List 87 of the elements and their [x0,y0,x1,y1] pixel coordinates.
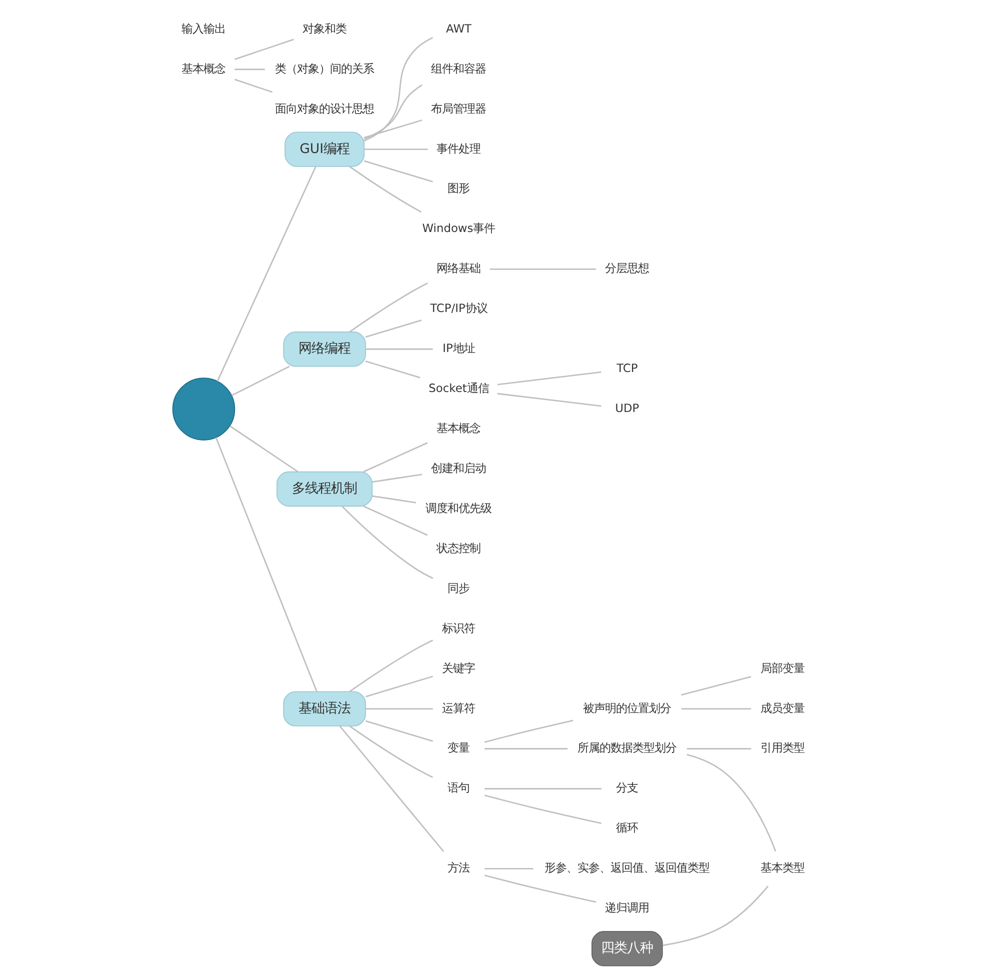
connector [680,676,751,696]
connector [680,708,751,710]
connector [372,474,422,483]
connector [363,84,422,140]
node-text: 引用类型 [760,740,804,755]
node-box: GUI编程 [284,132,364,167]
connector [365,348,432,350]
connector [348,166,422,213]
node-text: AWT [446,21,471,36]
node-text: 同步 [447,580,470,595]
node-text: 基本类型 [760,860,804,875]
node-text: IP地址 [442,341,474,356]
node-text: 形参、实参、返回值、返回值类型 [544,860,710,875]
node-text: 组件和容器 [430,61,486,76]
node-text: 布局管理器 [430,101,486,116]
connector [484,748,568,750]
label: 输入输出 [181,21,226,36]
connector [214,437,317,692]
connector [364,720,433,742]
node-text: 所属的数据类型划分 [577,740,676,755]
connector [348,640,433,692]
connector [484,868,533,870]
node-text: 类（对象）间的关系 [274,61,374,76]
connector [365,708,432,710]
connector [363,119,422,138]
node-text: Socket通信 [428,381,488,396]
node-text: 对象和类 [302,21,346,36]
connector [234,38,294,60]
connector [686,748,751,750]
connector [362,506,428,536]
node-text: Windows事件 [422,221,495,236]
connector [234,78,272,93]
connector [234,68,264,70]
node-text: 变量 [447,740,470,755]
node-text: 递归调用 [604,900,649,915]
node-text: 面向对象的设计思想 [274,101,374,116]
node-text: 方法 [447,860,470,875]
node-box: 基础语法 [282,691,366,726]
connector [341,506,433,579]
node-text: 调度和优先级 [425,500,492,515]
node-text: 图形 [447,181,470,196]
connector [363,160,432,182]
node-box: 多线程机制 [276,471,372,507]
node-text: 运算符 [442,700,475,715]
connector [484,720,573,743]
node-text: 被声明的位置划分 [582,700,671,715]
node-text: 标识符 [442,620,475,635]
node-text: 语句 [447,780,470,795]
connector [496,392,601,407]
connector [686,754,776,852]
connector [489,268,596,270]
node-text: 关键字 [442,660,475,675]
node-text: 基本概念 [181,61,226,76]
node-text: 分支 [616,780,638,795]
connector [362,442,428,472]
connector [230,366,290,396]
connector [484,794,602,824]
connector [364,360,420,378]
connector [229,425,298,472]
node-text: UDP [614,401,639,416]
connector [348,282,428,333]
connector [662,886,768,946]
node-text: 网络基础 [436,261,480,276]
node-box: 网络编程 [282,332,366,367]
node-text: 状态控制 [436,540,480,555]
node-text: 基本概念 [436,421,480,436]
connector [216,166,316,382]
connector [364,676,433,698]
node-circle [172,378,235,440]
node-box: 四类八种 [590,931,662,966]
connector [484,788,601,790]
node-text: 循环 [616,820,638,835]
connector [496,371,601,386]
connector [364,148,428,150]
connector [363,37,433,142]
node-text: TCP/IP协议 [430,301,487,316]
connector [364,319,422,338]
node-text: 局部变量 [760,660,804,675]
node-text: TCP [616,361,638,376]
node-text: 分层思想 [604,261,649,276]
connector [484,874,596,903]
connector [348,725,433,778]
node-text: 事件处理 [436,141,480,156]
node-text: 成员变量 [760,700,804,715]
connector [338,726,444,852]
connector [372,495,416,504]
node-text: 创建和启动 [430,460,486,475]
